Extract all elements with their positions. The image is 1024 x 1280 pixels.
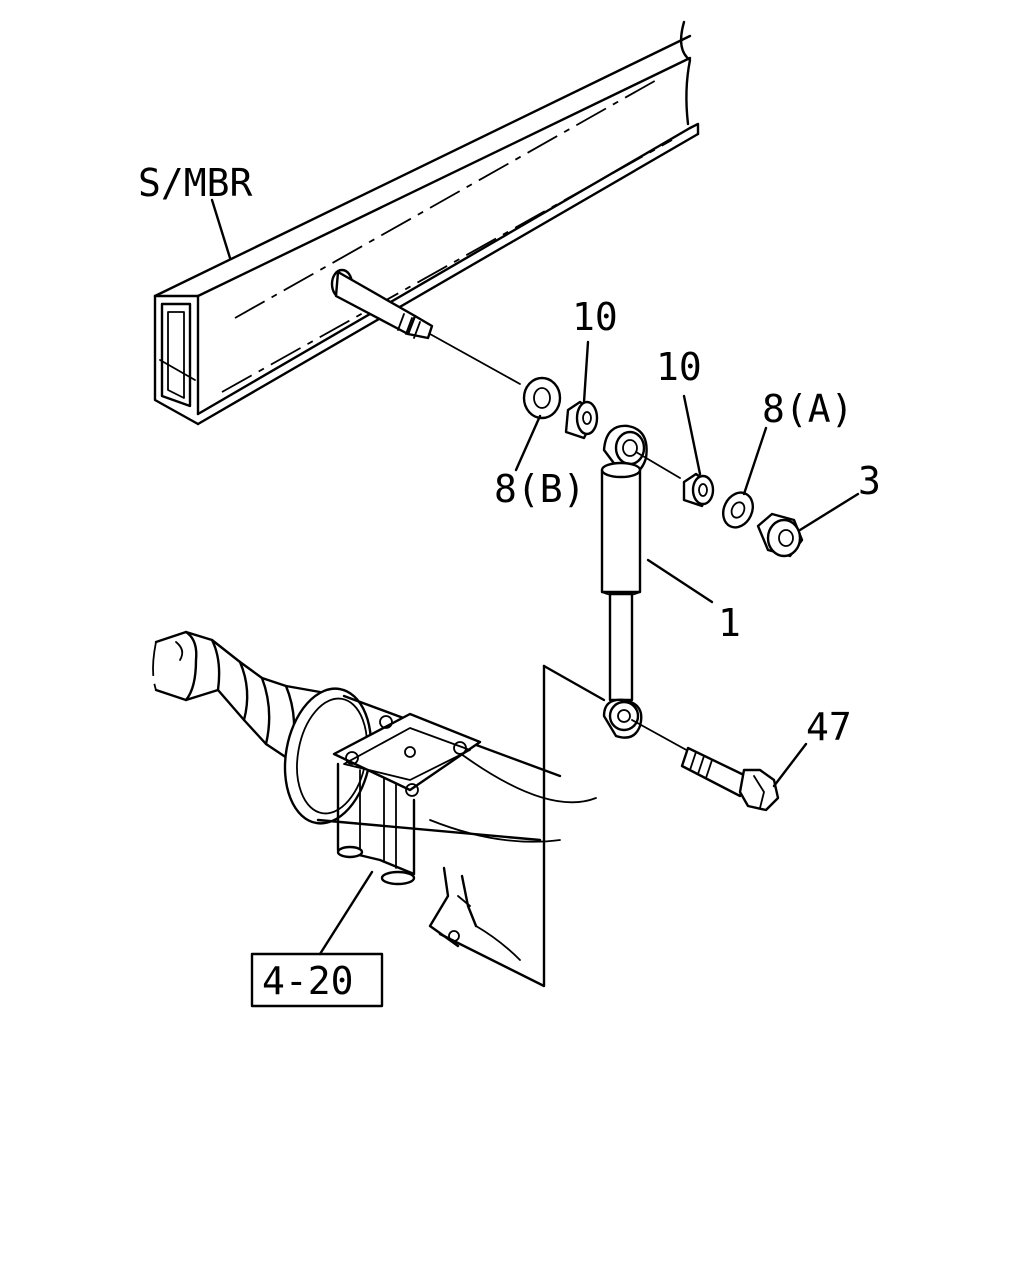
leader-side-member — [210, 198, 232, 260]
label-47: 47 — [806, 705, 852, 749]
washer-8b — [522, 376, 562, 420]
label-10-lower: 10 — [656, 345, 702, 389]
bolt-47 — [680, 746, 780, 812]
label-10-upper: 10 — [572, 295, 618, 339]
mounting-stud — [330, 268, 521, 385]
leader-8b — [514, 414, 542, 472]
leader-47 — [772, 742, 808, 788]
bushing-10-upper — [564, 400, 599, 440]
label-1: 1 — [718, 601, 741, 645]
side-member-rail — [153, 20, 700, 426]
label-3: 3 — [858, 459, 881, 503]
axle-housing — [152, 630, 597, 961]
leader-10-lower — [682, 394, 702, 476]
leader-3 — [798, 492, 860, 532]
nut-3 — [756, 512, 804, 558]
label-8b: 8(B) — [494, 467, 586, 511]
section-leader-top — [542, 664, 606, 702]
axis-lower-eye — [631, 719, 691, 753]
label-side-member: S/MBR — [138, 161, 253, 205]
leader-1 — [646, 558, 714, 604]
label-8a: 8(A) — [762, 387, 854, 431]
leader-10-upper — [582, 340, 590, 404]
axis-upper-eye — [635, 451, 681, 479]
bushing-10-lower — [682, 472, 715, 508]
leader-4-20 — [318, 870, 374, 956]
label-4-20: 4-20 — [262, 959, 354, 1003]
leader-8a — [742, 426, 768, 496]
washer-8a — [722, 491, 754, 529]
section-outline — [438, 664, 546, 988]
ref-box-4-20 — [250, 952, 384, 1008]
shock-absorber — [600, 424, 648, 739]
